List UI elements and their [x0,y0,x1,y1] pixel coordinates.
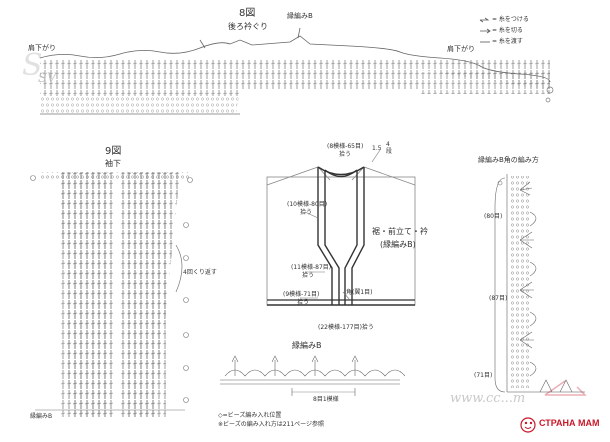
body-front-low: (11模様-87目) [291,264,332,271]
watermark-graphics: S [22,48,587,396]
legend-attach: = 糸をつける [492,16,529,23]
body-schematic [266,149,416,306]
fig9-repeat-note: 4回くり返す [183,269,217,276]
corner-count-71: (71目) [474,372,493,379]
body-neck-pick: 拾う [339,151,352,158]
corner-count-87: (87目) [489,295,508,302]
body-hem-side: (9模様-71目) [283,291,320,298]
body-center-sublabel: (縁編みB) [380,240,416,249]
fig8-title: 8図 [239,8,256,19]
corner-detail-diagram [494,174,585,393]
fig9-title: 9図 [105,146,122,157]
fig8-shoulder-right: 肩下がり [447,45,475,53]
body-neck-count: (8模様-65目) [327,143,364,150]
body-size-b2: 段 [386,148,393,155]
body-front-mid-pick: 拾う [300,209,313,216]
watermark-left: SV [38,71,57,86]
legend-cut: = 糸を切る [492,27,523,34]
body-hem-count: (22模様-177目)拾う [318,324,374,331]
body-hem-side-pick: 拾う [297,299,310,306]
edging-b-diagram [220,355,406,396]
corner-title: 縁編みB角の編み方 [478,156,539,164]
note-bead: ◇=ビーズ編み入れ位置 [218,412,282,419]
fig8-pattern-label: 縁編みB [287,12,313,20]
body-center-label: 裾・前立て・衿 [372,227,428,236]
legend-pass: = 糸を渡す [492,38,523,45]
edging-b-unit: 8目1模様 [313,396,339,403]
fig9-subtitle: 袖下 [105,159,121,168]
body-corner: 角(翼1目) [346,289,373,296]
body-front-low-pick: 拾う [302,272,315,279]
fig8-diagram [39,27,560,120]
body-size-b: 4 [386,141,390,148]
svg-text:S: S [22,48,43,83]
fig9-pattern-label: 縁編みB [30,413,53,420]
strana-mam-text: СТРАНА МАМ [539,418,600,428]
legend-symbols [479,17,491,43]
body-size-a: 1.5 [372,145,382,152]
body-front-mid: (10模様-80目) [287,201,328,208]
note-reference: ※ビーズの編み入れ方は211ページ参照 [218,421,325,428]
fig9-diagram [30,172,193,417]
fig8-shoulder-left: 肩下がり [28,44,56,52]
corner-count-80: (80目) [484,213,503,220]
strana-mam-logo [520,417,536,433]
fig8-subtitle: 後ろ衿ぐり [228,22,268,31]
watermark-bottom: www.cc...m [450,391,526,406]
edging-b-title: 縁編みB [292,341,322,350]
